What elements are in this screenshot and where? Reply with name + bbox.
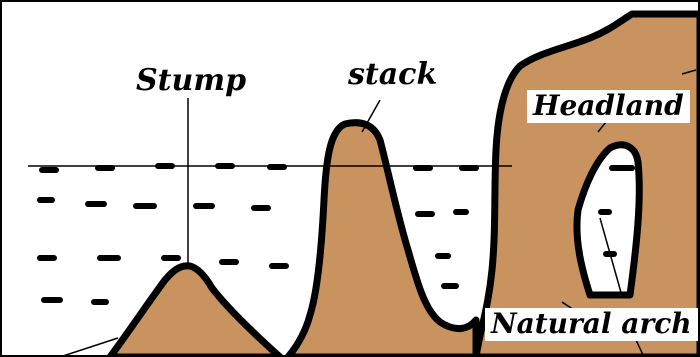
stump-label: Stump [136, 66, 246, 96]
stack-shape [288, 123, 476, 357]
stump-shape [110, 266, 280, 357]
headland-label: Headland [527, 90, 690, 123]
stack-label: stack [348, 60, 437, 90]
natural-arch-label: Natural arch [485, 308, 698, 341]
